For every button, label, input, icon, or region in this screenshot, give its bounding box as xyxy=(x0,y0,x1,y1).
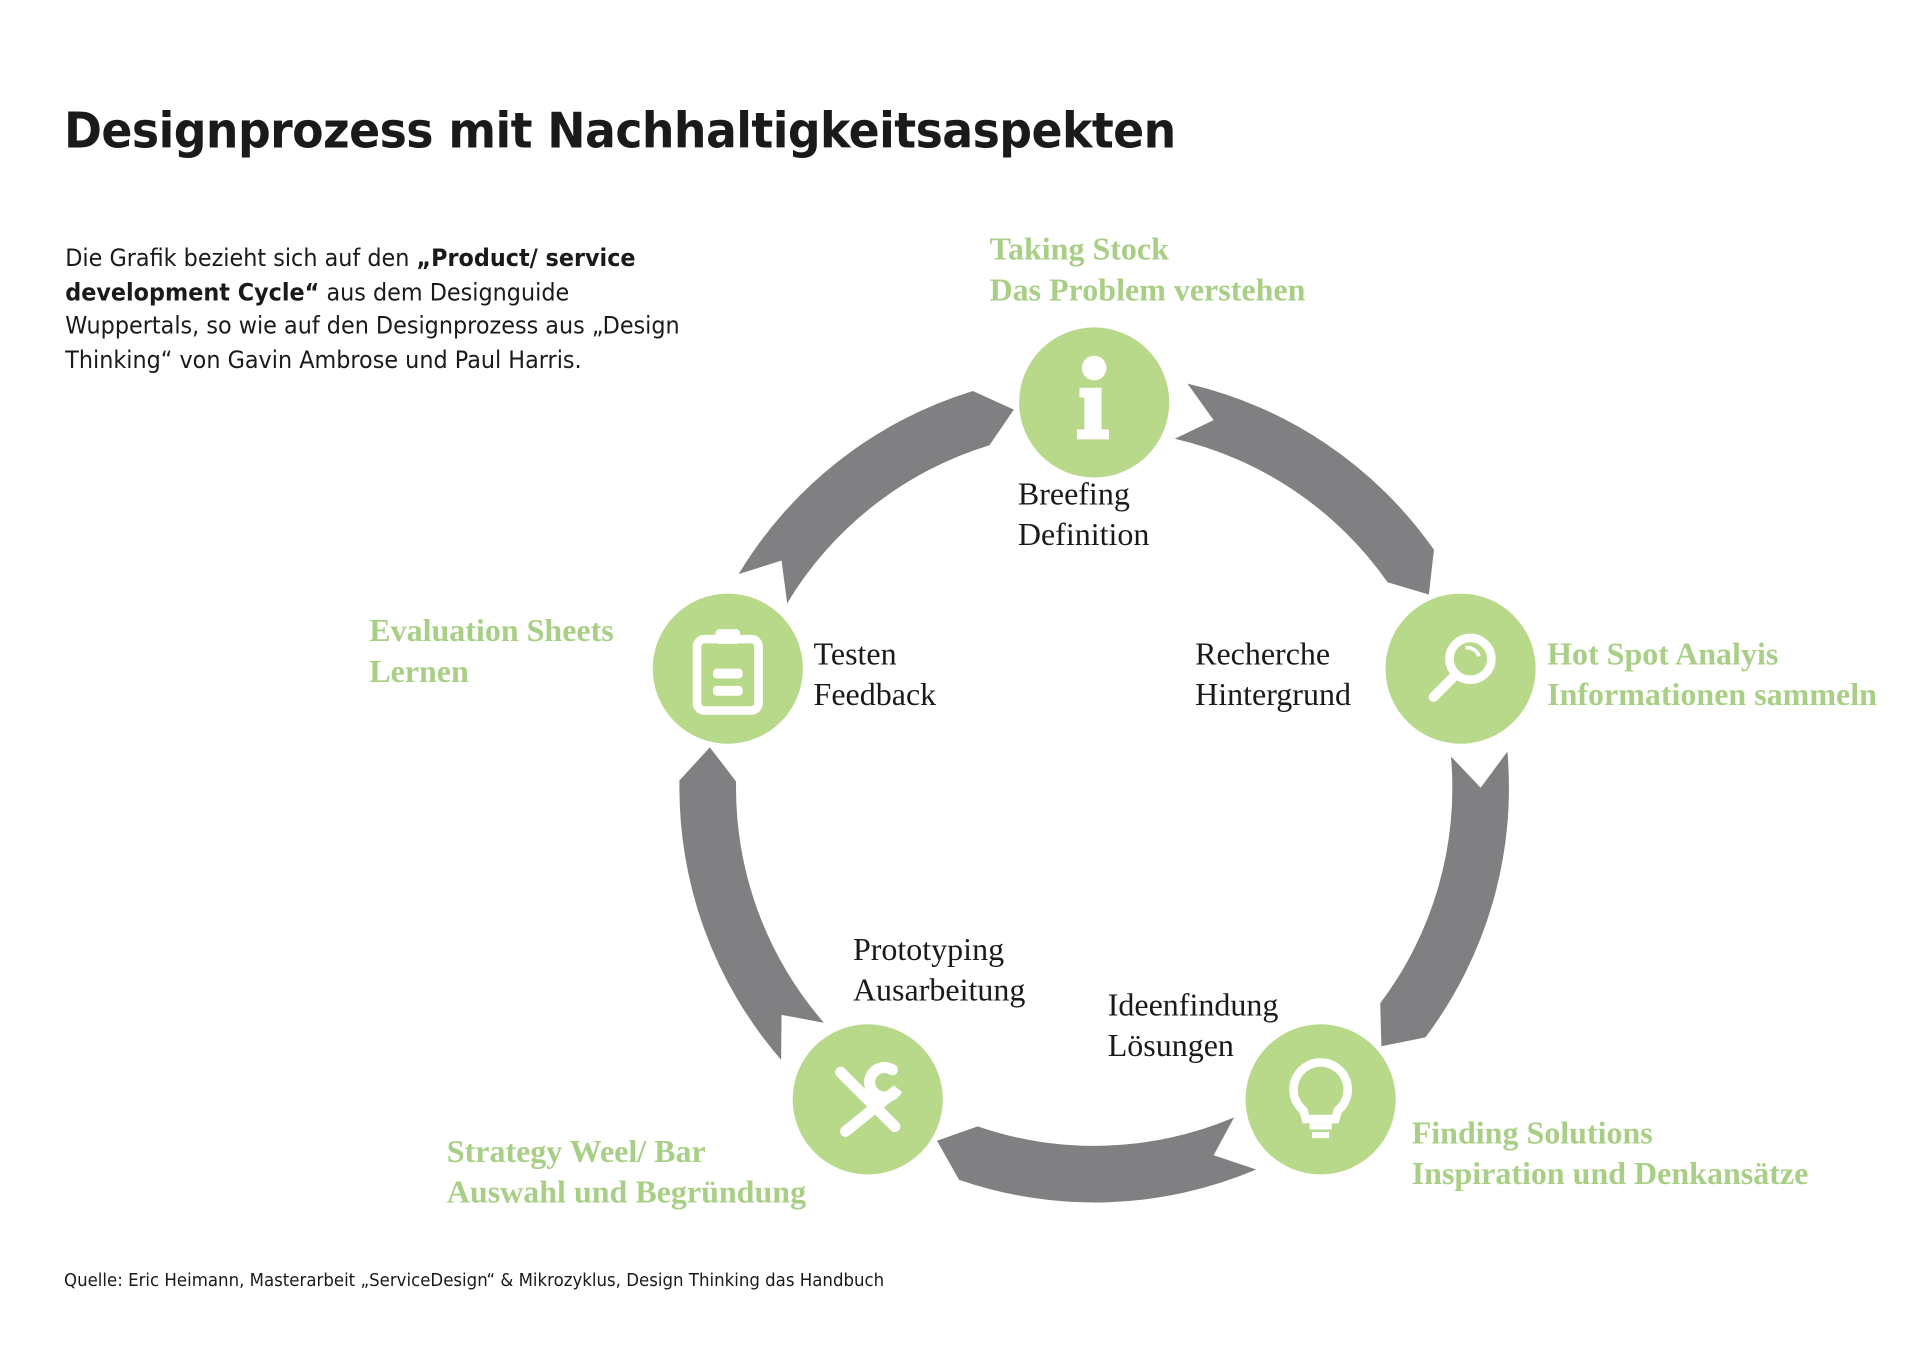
stage-circle xyxy=(652,593,803,744)
label-line: Das Problem verstehen xyxy=(989,272,1306,308)
label-line: Ausarbeitung xyxy=(852,972,1026,1009)
lightbulb-icon xyxy=(1289,1058,1353,1139)
stage-node-3 xyxy=(1245,1024,1396,1175)
label-line: Auswahl und Begründung xyxy=(446,1174,807,1210)
cycle-arrow-3 xyxy=(936,1117,1257,1203)
cycle-arrow-1 xyxy=(1174,383,1434,595)
intro-part1: Die Grafik bezieht sich auf den xyxy=(65,243,417,273)
intro-text: Die Grafik bezieht sich auf den „Product… xyxy=(65,241,706,376)
label-line: Inspiration und Denkansätze xyxy=(1411,1155,1809,1192)
label-line: Finding Solutions xyxy=(1411,1115,1653,1151)
stage-node-1 xyxy=(1019,327,1170,478)
label-line: Strategy Weel/ Bar xyxy=(446,1133,706,1170)
stage-circle xyxy=(1385,593,1536,744)
stage-node-2 xyxy=(1385,593,1536,744)
label-line: Informationen sammeln xyxy=(1547,676,1877,713)
label-line: Definition xyxy=(1017,516,1150,553)
tools-icon xyxy=(835,1062,903,1137)
label-line: Feedback xyxy=(813,676,937,713)
label-line: Hot Spot Analyis xyxy=(1547,636,1779,673)
label-line: Taking Stock xyxy=(989,231,1169,268)
label-line: Prototyping xyxy=(852,931,1005,968)
source-footer: Quelle: Eric Heimann, Masterarbeit „Serv… xyxy=(64,1271,885,1292)
magnifier-icon xyxy=(1428,633,1496,702)
cycle-arrow-2 xyxy=(1380,751,1509,1047)
label-line: Breefing xyxy=(1017,476,1130,513)
page-title: Designprozess mit Nachhaltigkeitsaspekte… xyxy=(64,103,1176,161)
intro-bold: „Product/ service development Cycle“ xyxy=(65,243,636,306)
stage-node-5 xyxy=(652,593,803,744)
stage-node-4 xyxy=(792,1024,943,1175)
cycle-arrow-5 xyxy=(738,391,1014,604)
cycle-arrow-4 xyxy=(679,747,824,1060)
label-line: Hintergrund xyxy=(1195,676,1351,713)
stage-circle xyxy=(1245,1024,1396,1175)
label-line: Evaluation Sheets xyxy=(369,612,614,649)
label-line: Lösungen xyxy=(1107,1027,1234,1064)
label-line: Testen xyxy=(813,636,897,673)
label-line: Ideenfindung xyxy=(1107,987,1279,1023)
intro-part2: aus dem Designguide Wuppertals, so wie a… xyxy=(65,277,680,374)
label-line: Lernen xyxy=(369,653,469,690)
info-icon xyxy=(1076,355,1109,440)
clipboard-icon xyxy=(692,629,763,715)
label-line: Recherche xyxy=(1195,636,1331,673)
